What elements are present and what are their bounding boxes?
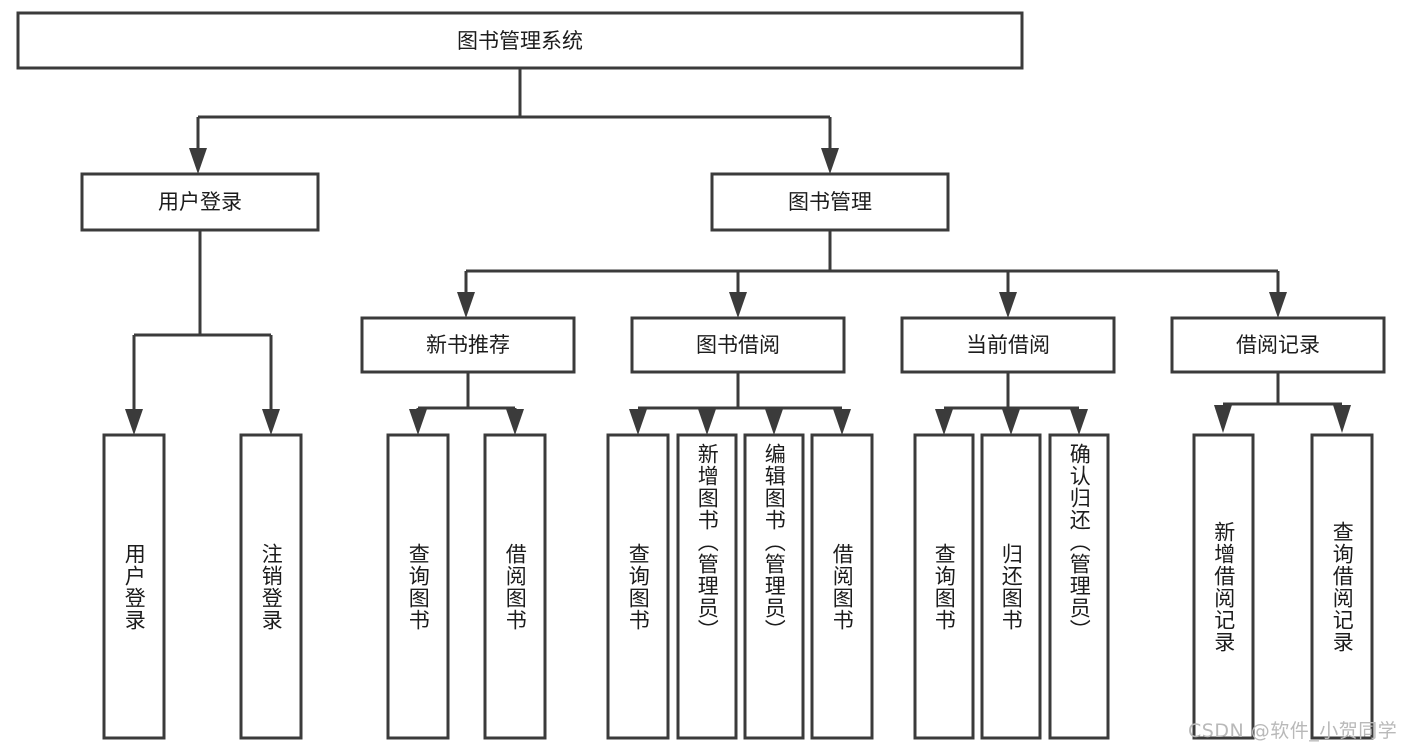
arrow-to-leaf-confirm-return xyxy=(1070,409,1088,435)
node-leaf-query-book-1-box[interactable] xyxy=(386,433,450,740)
connector-group-new-book xyxy=(409,372,524,435)
node-leaf-user-login-box[interactable] xyxy=(102,433,166,740)
node-book-manage-box[interactable] xyxy=(710,172,950,232)
node-current-borrow-box[interactable] xyxy=(900,316,1116,374)
connector-group-book-manage xyxy=(457,230,1287,318)
node-current-borrow-label: 当前借阅 xyxy=(966,333,1050,357)
node-root[interactable]: 图书管理系统 xyxy=(16,11,1024,70)
node-user-login-label: 用户登录 xyxy=(158,190,242,214)
arrow-to-leaf-add-record xyxy=(1214,405,1232,433)
node-book-borrow-label: 图书借阅 xyxy=(696,333,780,357)
node-borrow-record-box[interactable] xyxy=(1170,316,1386,374)
arrow-to-leaf-query-3 xyxy=(935,409,953,435)
node-user-login-box[interactable] xyxy=(80,172,320,232)
node-book-manage[interactable]: 图书管理 xyxy=(710,172,950,232)
connector-group-current-borrow xyxy=(935,372,1088,435)
connector-group-book-borrow xyxy=(629,372,851,435)
arrow-to-leaf-borrow-1 xyxy=(506,409,524,435)
node-leaf-borrow-book-1-box[interactable] xyxy=(483,433,547,740)
arrow-to-leaf-logout xyxy=(262,409,280,435)
arrow-to-leaf-query-2 xyxy=(629,409,647,435)
arrow-to-leaf-edit-book xyxy=(765,409,783,435)
arrow-to-leaf-borrow-2 xyxy=(833,409,851,435)
node-new-book-recommend-label: 新书推荐 xyxy=(426,333,510,357)
arrow-to-book-borrow xyxy=(729,292,747,318)
node-borrow-record[interactable]: 借阅记录 xyxy=(1170,316,1386,374)
arrow-to-borrow-record xyxy=(1269,292,1287,318)
node-book-borrow-box[interactable] xyxy=(630,316,846,374)
node-leaf-add-record-box[interactable] xyxy=(1192,433,1255,740)
arrow-to-current-borrow xyxy=(999,292,1017,318)
node-root-box[interactable] xyxy=(16,11,1024,70)
node-leaf-logout-box[interactable] xyxy=(239,433,303,740)
node-new-book-recommend[interactable]: 新书推荐 xyxy=(360,316,576,374)
arrow-to-book-manage xyxy=(821,148,839,174)
connector-group-root xyxy=(189,68,839,174)
node-current-borrow[interactable]: 当前借阅 xyxy=(900,316,1116,374)
node-leaf-edit-book-box[interactable] xyxy=(743,433,805,740)
connector-group-borrow-record xyxy=(1214,372,1351,433)
arrow-to-user-login xyxy=(189,148,207,174)
arrow-to-leaf-query-record xyxy=(1333,405,1351,433)
node-leaf-query-record-box[interactable] xyxy=(1310,433,1374,740)
node-leaf-confirm-return-box[interactable] xyxy=(1048,433,1110,740)
arrow-to-new-book xyxy=(457,292,475,318)
arrow-to-leaf-return-book xyxy=(1002,409,1020,435)
node-leaf-query-book-3-box[interactable] xyxy=(913,433,975,740)
connector-group-user-login xyxy=(125,230,280,435)
node-leaf-return-book-box[interactable] xyxy=(980,433,1042,740)
node-root-label: 图书管理系统 xyxy=(457,29,583,53)
node-leaf-query-book-2-box[interactable] xyxy=(606,433,670,740)
node-book-borrow[interactable]: 图书借阅 xyxy=(630,316,846,374)
node-new-book-recommend-box[interactable] xyxy=(360,316,576,374)
arrow-to-leaf-query-1 xyxy=(409,409,427,435)
node-leaf-add-book-box[interactable] xyxy=(676,433,738,740)
node-user-login[interactable]: 用户登录 xyxy=(80,172,320,232)
arrow-to-leaf-add-book xyxy=(698,409,716,435)
arrow-to-leaf-user-login xyxy=(125,409,143,435)
node-book-manage-label: 图书管理 xyxy=(788,190,872,214)
node-leaf-borrow-book-2-box[interactable] xyxy=(810,433,874,740)
node-borrow-record-label: 借阅记录 xyxy=(1236,333,1320,357)
